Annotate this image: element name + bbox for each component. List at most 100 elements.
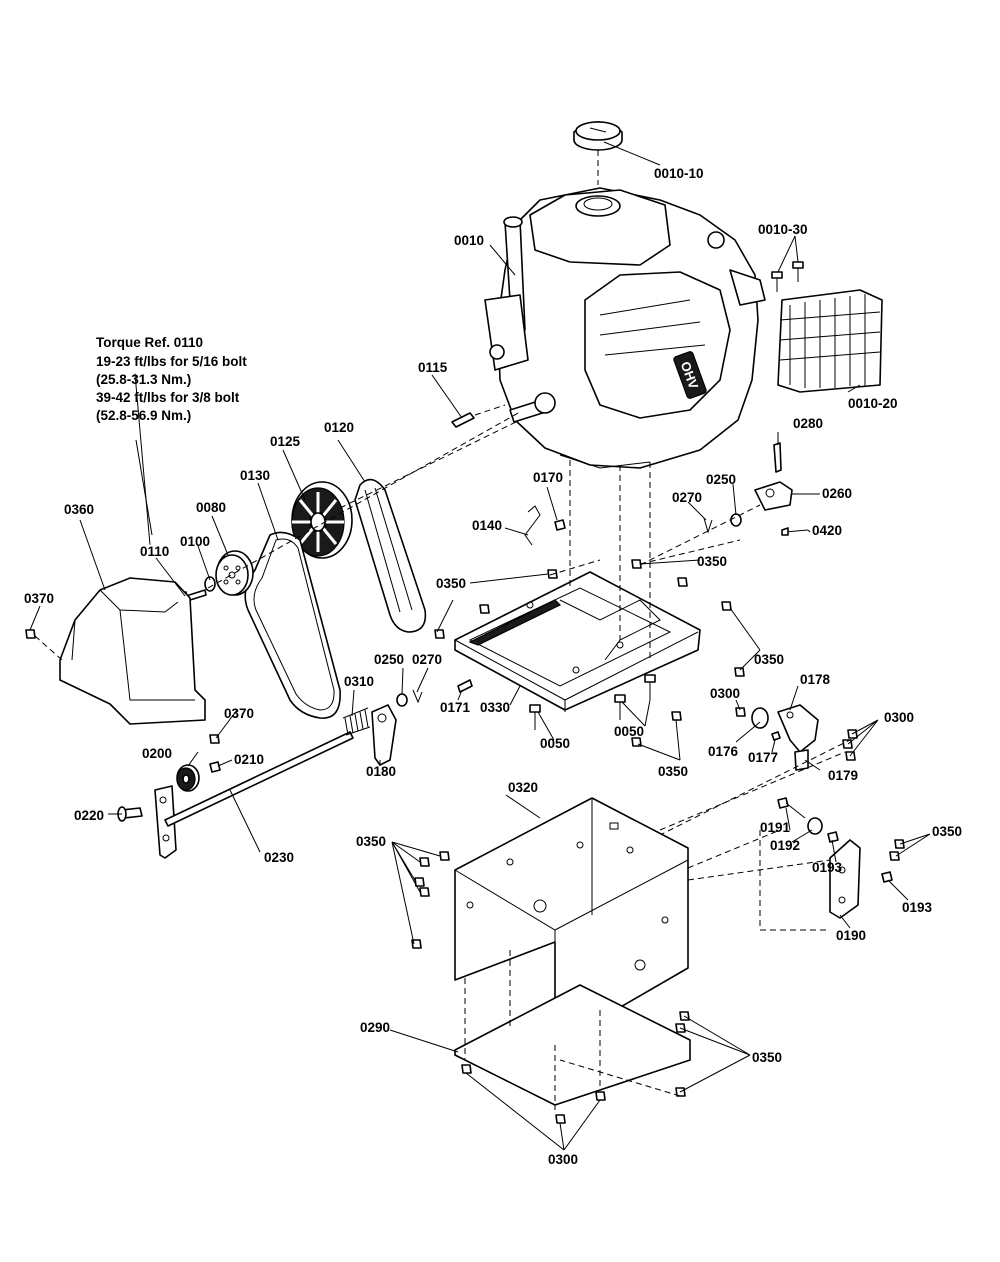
label-0193a: 0193 [812, 860, 843, 875]
screws-0300c [461, 1064, 606, 1124]
label-0100: 0100 [180, 534, 210, 549]
idler-arm [371, 704, 397, 766]
pin-0280 [773, 442, 782, 473]
torque-note-line5: (52.8-56.9 Nm.) [96, 408, 191, 423]
label-0420: 0420 [812, 523, 842, 538]
label-0178: 0178 [800, 672, 831, 687]
label-0300a: 0300 [710, 686, 740, 701]
washer-0250b [396, 693, 408, 707]
torque-note-line4: 39-42 ft/lbs for 3/8 bolt [96, 390, 240, 405]
label-0300b: 0300 [884, 710, 914, 725]
label-0350a: 0350 [697, 554, 727, 569]
clip-0270b [412, 689, 423, 704]
label-0010-30: 0010-30 [758, 222, 808, 237]
label-0230: 0230 [264, 850, 294, 865]
washer-0100 [204, 576, 216, 592]
label-0370a: 0370 [24, 591, 54, 606]
label-0120: 0120 [324, 420, 354, 435]
label-0050a: 0050 [540, 736, 570, 751]
label-0370b: 0370 [224, 706, 254, 721]
label-0270b: 0270 [412, 652, 442, 667]
bolt-0191 [777, 797, 806, 819]
part-labels: 0010-10 0010 0010-30 0010-20 0115 0125 0… [24, 166, 962, 1167]
belt-cover [59, 577, 206, 725]
label-0350d: 0350 [658, 764, 688, 779]
label-0110: 0110 [140, 544, 169, 559]
label-0350g: 0350 [752, 1050, 782, 1065]
label-0050b: 0050 [614, 724, 644, 739]
torque-note-line1: Torque Ref. 0110 [96, 335, 203, 350]
torque-leader [135, 439, 153, 536]
nut-0170 [554, 519, 566, 531]
label-0191: 0191 [760, 820, 791, 835]
label-0176: 0176 [708, 744, 739, 759]
label-0270a: 0270 [672, 490, 702, 505]
label-0170: 0170 [533, 470, 563, 485]
engine-assembly: OHV [484, 187, 766, 469]
leader-lines [29, 141, 931, 1151]
torque-note-line3: (25.8-31.3 Nm.) [96, 372, 191, 387]
label-0330: 0330 [480, 700, 510, 715]
label-0350b: 0350 [436, 576, 466, 591]
fastener-0420 [781, 527, 809, 536]
label-0310: 0310 [344, 674, 374, 689]
nut-0193b [881, 871, 893, 883]
label-0220: 0220 [74, 808, 104, 823]
label-0192: 0192 [770, 838, 800, 853]
label-0350f: 0350 [932, 824, 962, 839]
label-0360: 0360 [64, 502, 94, 517]
bottom-plate-0290 [454, 984, 691, 1106]
label-0250b: 0250 [374, 652, 404, 667]
label-0125: 0125 [270, 434, 301, 449]
label-0280: 0280 [793, 416, 823, 431]
label-0350c: 0350 [754, 652, 784, 667]
label-0320: 0320 [508, 780, 538, 795]
torque-note-line2: 19-23 ft/lbs for 5/16 bolt [96, 354, 247, 369]
screw-0370a [25, 629, 36, 639]
label-0010-10: 0010-10 [654, 166, 704, 181]
label-0171: 0171 [440, 700, 471, 715]
label-0190: 0190 [836, 928, 866, 943]
label-0290: 0290 [360, 1020, 390, 1035]
screws-0350-right [889, 839, 905, 861]
nut-0193a [827, 831, 839, 843]
stud-0050b [614, 674, 656, 720]
idler-pulley [176, 764, 200, 792]
rod-0140 [524, 505, 541, 546]
pivot-shaft [164, 731, 354, 827]
label-0350e: 0350 [356, 834, 386, 849]
drive-belt [244, 531, 341, 719]
label-0080: 0080 [196, 500, 226, 515]
label-0180: 0180 [366, 764, 396, 779]
label-0250a: 0250 [706, 472, 736, 487]
label-0300c: 0300 [548, 1152, 578, 1167]
label-0210: 0210 [234, 752, 264, 767]
torque-note: Torque Ref. 0110 19-23 ft/lbs for 5/16 b… [96, 335, 247, 423]
muffler-screws [771, 261, 804, 292]
nut-0210 [209, 761, 221, 773]
spring-0310 [342, 707, 371, 736]
fuel-cap [573, 121, 623, 151]
label-0130: 0130 [240, 468, 270, 483]
label-0193b: 0193 [902, 900, 933, 915]
bracket-0190 [829, 839, 861, 919]
engine-base-plate [454, 571, 701, 712]
label-0115: 0115 [418, 360, 448, 375]
auger-pulley [291, 481, 353, 559]
screws-0350-plate [434, 559, 745, 747]
stud-0050a [529, 704, 541, 730]
bracket-0178 [777, 704, 819, 753]
label-0010: 0010 [454, 233, 484, 248]
pin-0171 [457, 679, 473, 693]
nut-0177 [771, 731, 781, 741]
label-0260: 0260 [822, 486, 852, 501]
woodruff-key [451, 412, 475, 428]
label-0140: 0140 [472, 518, 502, 533]
bolt-0300a [735, 707, 746, 717]
label-0179: 0179 [828, 768, 858, 783]
bracket-0260 [754, 481, 793, 511]
label-0010-20: 0010-20 [848, 396, 898, 411]
washer-0176 [751, 707, 769, 729]
muffler-guard [777, 289, 883, 393]
